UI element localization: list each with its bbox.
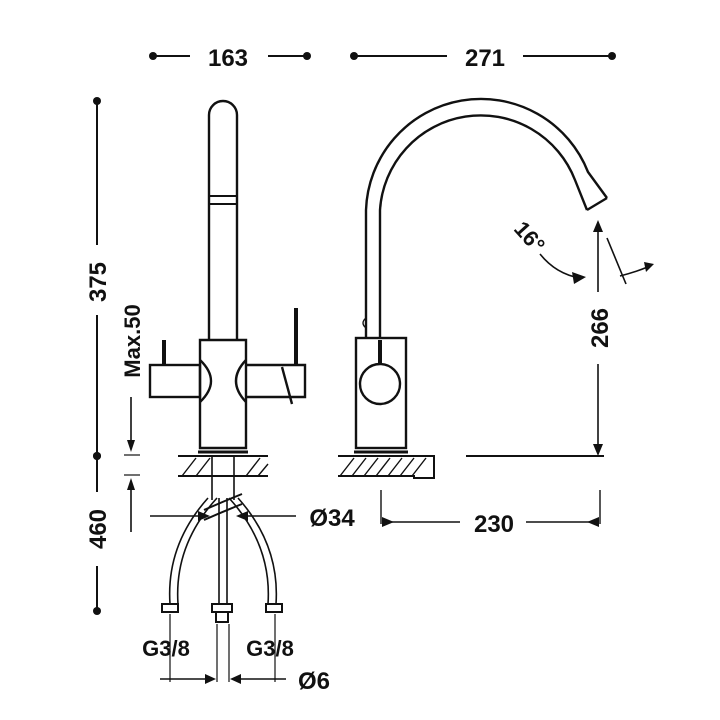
dimension-deck-max: Max.50	[120, 304, 145, 532]
hose-left-label: G3/8	[142, 636, 190, 661]
dimension-width-front: 271	[350, 45, 616, 72]
height-total-label: 375	[85, 262, 112, 302]
dimension-spout-reach: 230	[380, 490, 601, 538]
dimension-below-deck: 460	[85, 452, 112, 615]
width-side-label: 163	[208, 45, 248, 72]
faucet-front-view	[338, 97, 608, 479]
width-front-label: 271	[465, 45, 505, 72]
hose-right-label: G3/8	[246, 636, 294, 661]
hole-diameter-label: Ø34	[309, 505, 355, 532]
below-deck-label: 460	[85, 509, 112, 549]
dimension-hoses: G3/8 G3/8 Ø6	[142, 614, 330, 695]
dimension-height-total: 375	[85, 97, 112, 460]
dimension-spout-height: 266	[587, 220, 614, 456]
spout-reach-label: 230	[474, 511, 514, 538]
hose-center-label: Ø6	[298, 668, 330, 695]
spout-angle-label: 16°	[509, 216, 550, 257]
dimension-spout-angle: 16°	[509, 216, 654, 285]
dimension-hole-diameter: Ø34	[150, 505, 355, 532]
faucet-side-view	[148, 99, 307, 623]
spout-height-label: 266	[587, 308, 614, 348]
deck-max-label: Max.50	[120, 304, 145, 377]
dimension-width-side: 163	[149, 45, 311, 72]
